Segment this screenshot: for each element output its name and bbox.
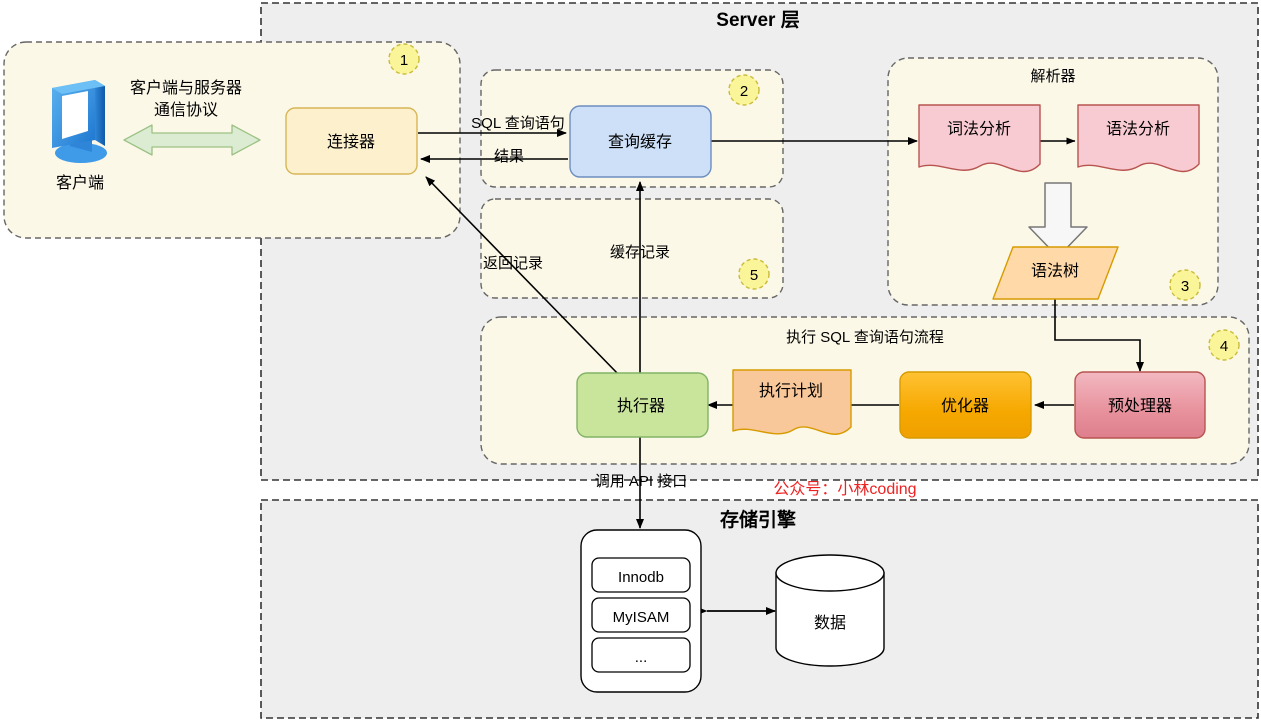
query-cache-label: 查询缓存 xyxy=(608,133,672,151)
badge-4 xyxy=(1208,329,1240,361)
storage-layer-panel xyxy=(260,499,1259,719)
badge-3-text: 3 xyxy=(1181,278,1189,295)
node-preprocessor[interactable] xyxy=(1074,371,1206,439)
exec-flow-panel-label: 执行 SQL 查询语句流程 xyxy=(786,329,944,346)
lexical-label: 词法分析 xyxy=(947,120,1011,138)
database-label: 数据 xyxy=(814,614,846,632)
edge-tree-to-preprocessor xyxy=(1054,299,1144,372)
edge-label-return-record: 返回记录 xyxy=(483,255,543,272)
node-optimizer[interactable] xyxy=(899,371,1032,439)
edge-label-cache-record: 缓存记录 xyxy=(610,244,670,261)
optimizer-label: 优化器 xyxy=(941,397,989,415)
node-lexical-analysis[interactable] xyxy=(918,104,1041,173)
node-connector[interactable] xyxy=(285,107,418,175)
protocol-double-arrow xyxy=(123,124,261,156)
badge-1 xyxy=(388,43,420,75)
node-database-cylinder xyxy=(775,554,885,667)
badge-3 xyxy=(1169,269,1201,301)
protocol-label-line2: 通信协议 xyxy=(154,101,218,119)
syntax-tree-label: 语法树 xyxy=(1031,262,1079,280)
badge-2 xyxy=(728,74,760,106)
watermark-text: 公众号：小林coding xyxy=(773,480,916,498)
badge-2-text: 2 xyxy=(740,83,748,100)
node-syntax-tree[interactable] xyxy=(992,246,1119,300)
server-layer-title: Server 层 xyxy=(716,9,799,31)
parser-panel-label: 解析器 xyxy=(1030,68,1075,85)
badge-1-text: 1 xyxy=(400,52,408,69)
preprocessor-label: 预处理器 xyxy=(1108,397,1172,415)
connector-label: 连接器 xyxy=(327,133,375,151)
client-caption: 客户端 xyxy=(56,174,104,192)
edge-return-record xyxy=(425,176,621,377)
storage-layer-title: 存储引擎 xyxy=(720,508,796,531)
badge-4-text: 4 xyxy=(1220,338,1228,355)
node-query-cache[interactable] xyxy=(569,105,712,178)
parser-down-arrow-icon xyxy=(1028,182,1088,258)
node-innodb xyxy=(591,557,691,593)
node-executor[interactable] xyxy=(576,372,709,438)
edge-label-result: 结果 xyxy=(494,148,524,165)
node-execution-plan[interactable] xyxy=(732,369,852,435)
execution-plan-label: 执行计划 xyxy=(759,382,823,400)
executor-label: 执行器 xyxy=(617,397,665,415)
other-engine-label: ... xyxy=(635,649,648,666)
myisam-label: MyISAM xyxy=(613,609,670,626)
panel-cache-record xyxy=(480,198,784,299)
edge-label-call-api: 调用 API 接口 xyxy=(595,473,688,490)
protocol-label-line1: 客户端与服务器 xyxy=(130,79,242,97)
node-syntax-analysis[interactable] xyxy=(1077,104,1200,173)
node-myisam xyxy=(591,597,691,633)
node-storage-engine-box xyxy=(580,529,702,693)
monitor-icon xyxy=(52,80,107,163)
edge-label-sql-query: SQL 查询语句 xyxy=(471,115,565,132)
syntax-label: 语法分析 xyxy=(1106,120,1170,138)
innodb-label: Innodb xyxy=(618,569,664,586)
badge-5 xyxy=(738,258,770,290)
node-other-engine xyxy=(591,637,691,673)
badge-5-text: 5 xyxy=(750,267,758,284)
